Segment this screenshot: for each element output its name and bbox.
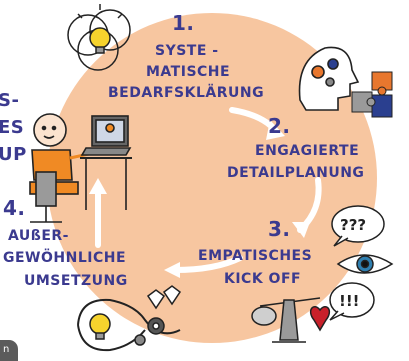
left-fragment: S- ES UP (0, 90, 27, 165)
step-2-number: 2. (268, 114, 291, 138)
bulb-venn-icon (67, 4, 131, 71)
exclaim-bubble-icon: !!! (329, 282, 375, 321)
step-2-line-2: DETAILPLANUNG (227, 165, 364, 181)
step-4-line-1: AUßER- (8, 228, 69, 244)
step-3-number: 3. (268, 217, 291, 241)
step-1-line-1: SYSTE - (155, 43, 219, 59)
step-2-line-1: ENGAGIERTE (255, 143, 359, 159)
corner-badge-text: n (3, 344, 10, 355)
left-fragment-3: UP (0, 144, 27, 165)
scale-heart-icon (251, 297, 331, 343)
step-4: 4. AUßER- GEWÖHNLICHE UMSETZUNG (3, 196, 128, 289)
cycle-arrowheads (89, 120, 310, 278)
question-bubble-text: ??? (340, 216, 366, 234)
person-laptop-icon (29, 113, 132, 223)
step-3-line-2: KICK OFF (224, 271, 301, 287)
idea-loop-icon (77, 285, 182, 352)
step-1-line-2: MATISCHE (146, 64, 230, 80)
question-bubble-icon: ??? (331, 205, 385, 247)
step-3-line-1: EMPATISCHES (198, 248, 312, 264)
step-4-number: 4. (3, 196, 26, 220)
process-circle (47, 13, 377, 343)
step-2: 2. ENGAGIERTE DETAILPLANUNG (227, 114, 364, 181)
exclaim-bubble-text: !!! (339, 292, 360, 310)
step-1-number: 1. (172, 11, 195, 35)
eye-icon (336, 254, 394, 274)
corner-badge: n (0, 340, 18, 361)
step-3: 3. EMPATISCHES KICK OFF (198, 217, 312, 287)
step-4-line-2: GEWÖHNLICHE (3, 248, 126, 266)
step-4-line-3: UMSETZUNG (24, 273, 128, 289)
step-1-line-3: BEDARFSKLÄRUNG (108, 84, 264, 101)
puzzle-icon (351, 71, 393, 118)
head-gears-icon (298, 46, 360, 111)
left-fragment-1: S- (0, 90, 19, 111)
left-fragment-2: ES (0, 117, 24, 138)
step-1: 1. SYSTE - MATISCHE BEDARFSKLÄRUNG (108, 11, 264, 101)
